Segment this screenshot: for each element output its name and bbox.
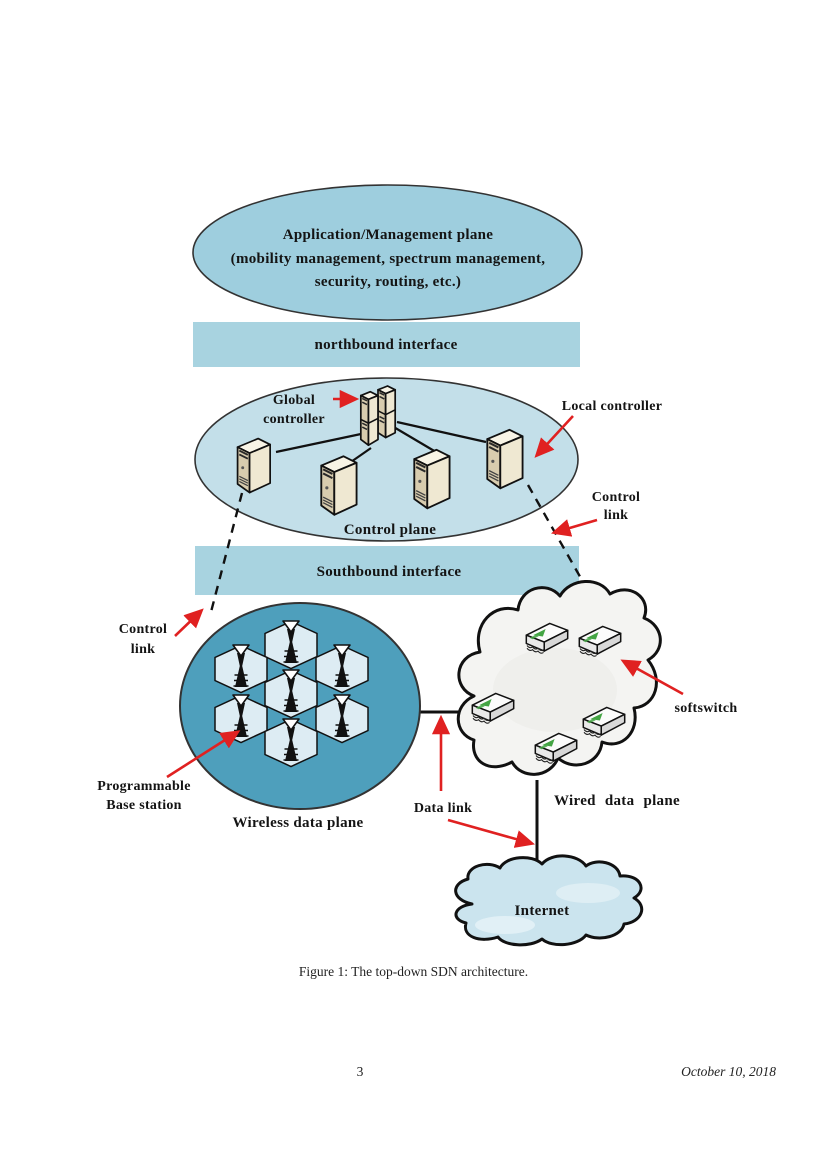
control-link-right-label-line1: Control: [592, 490, 641, 505]
application-plane-label-line3: security, routing, etc.): [315, 274, 461, 290]
control-link-dashed-line-left: [209, 492, 244, 613]
server-icon-local-controller: [413, 448, 451, 510]
local-controller-label: Local controller: [562, 399, 663, 414]
page-number: 3: [356, 1064, 364, 1079]
cloud-shading: [556, 883, 620, 903]
wireless-data-plane-label: Wireless data plane: [233, 815, 364, 831]
arrow-programmable-base-station: [166, 730, 241, 779]
arrow-softswitch: [620, 659, 684, 696]
arrow-data-link-down: [447, 818, 536, 848]
figure-caption: Figure 1: The top-down SDN architecture.: [298, 964, 529, 979]
softswitch-label: softswitch: [675, 701, 738, 716]
southbound-interface-band: [195, 546, 579, 595]
programmable-base-station-label-line2: Base station: [106, 798, 182, 813]
application-plane-ellipse: [192, 184, 583, 321]
arrow-local-controller: [534, 415, 574, 458]
cloud-shading: [475, 916, 535, 934]
control-link-dashed-line-right: [526, 484, 593, 597]
wired-data-plane-label: Wired data plane: [554, 793, 680, 809]
control-plane-label: Control plane: [344, 522, 436, 538]
control-link-left-label-line1: Control: [119, 622, 168, 637]
data-link-label: Data link: [414, 801, 472, 816]
northbound-interface-band: [193, 322, 580, 367]
global-controller-label-line1: Global: [273, 393, 315, 408]
internet-cloud: [454, 854, 644, 947]
control-plane-ellipse: [194, 377, 579, 542]
arrow-control-link-right: [551, 518, 598, 537]
southbound-interface-label: Southbound interface: [317, 564, 462, 580]
cloud-shading: [493, 648, 617, 732]
northbound-interface-label: northbound interface: [314, 337, 457, 353]
server-icon-local-controller: [320, 455, 358, 516]
server-stack-icon-global-controller: [359, 385, 397, 447]
application-plane-label-line1: Application/Management plane: [283, 227, 494, 243]
footer-date: October 10, 2018: [681, 1064, 776, 1079]
control-link-right-label-line2: link: [604, 508, 629, 523]
internet-label: Internet: [515, 903, 570, 919]
control-link-left-label-line2: link: [131, 642, 156, 657]
application-plane-label-line2: (mobility management, spectrum managemen…: [231, 251, 546, 267]
server-icon-local-controller: [236, 437, 272, 494]
arrow-control-link-left: [174, 608, 204, 637]
server-icon-local-controller: [486, 428, 524, 490]
global-controller-label-line2: controller: [263, 412, 325, 427]
programmable-base-station-label-line1: Programmable: [97, 779, 191, 794]
